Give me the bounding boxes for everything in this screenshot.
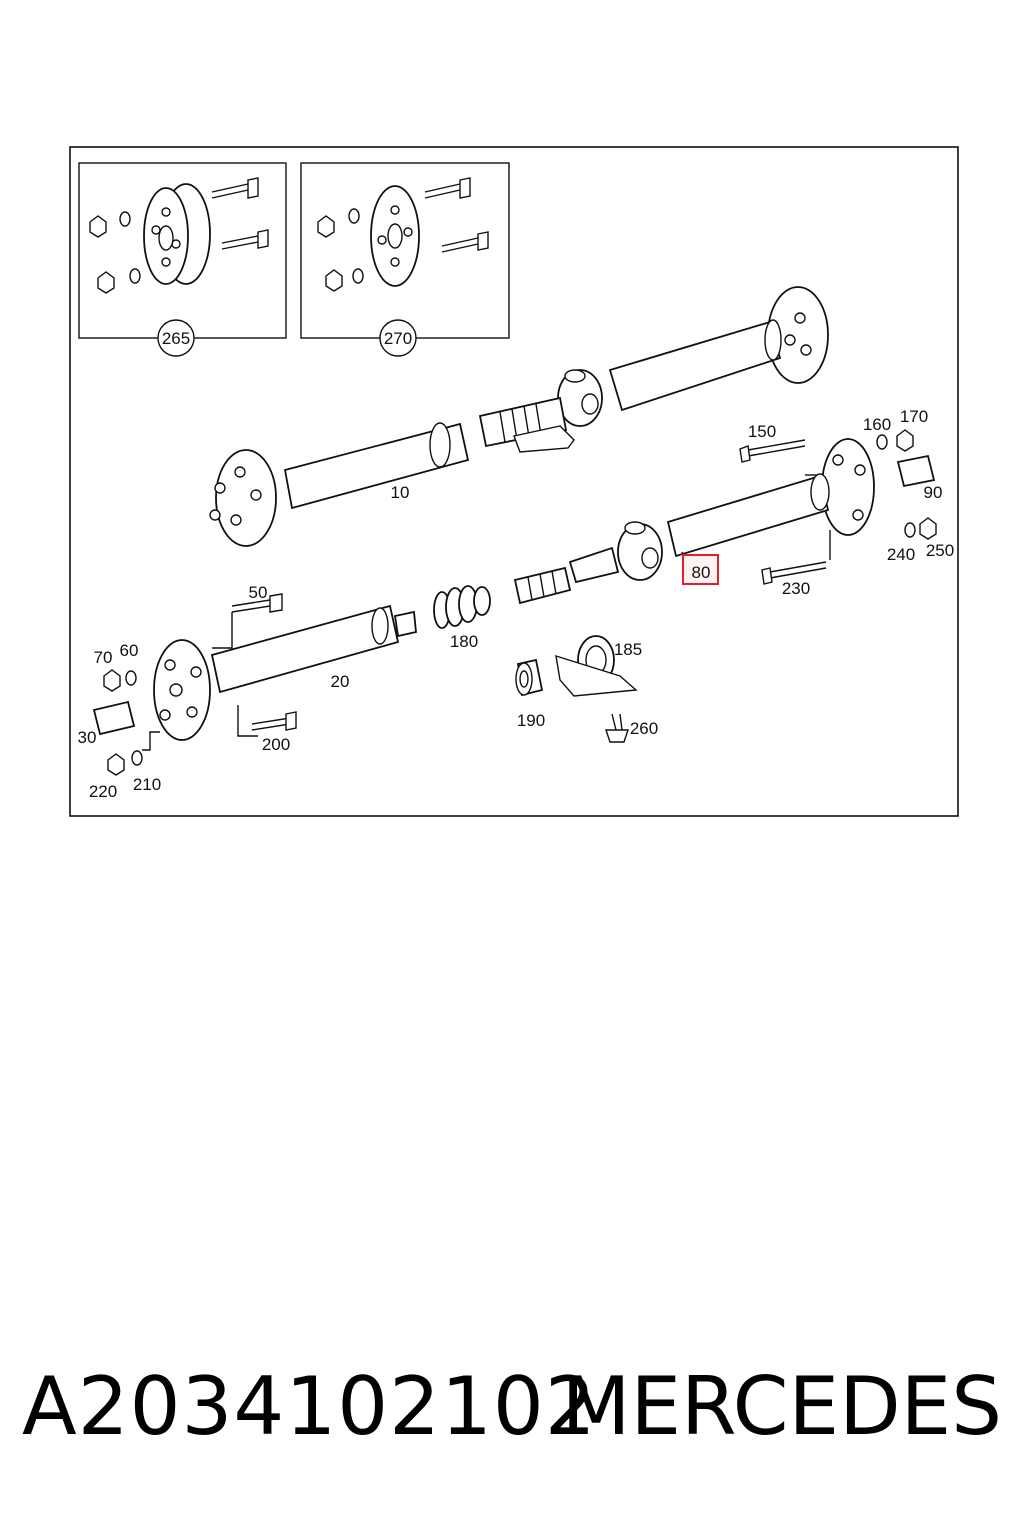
callout-180: 180 bbox=[450, 632, 478, 651]
boot-180 bbox=[433, 585, 491, 629]
callout-30: 30 bbox=[78, 728, 97, 747]
callout-170: 170 bbox=[900, 407, 928, 426]
callout-260: 260 bbox=[630, 719, 658, 738]
diagram-frame bbox=[69, 146, 959, 817]
rear-shaft-part bbox=[513, 429, 937, 605]
callout-250: 250 bbox=[926, 541, 954, 560]
callout-10: 10 bbox=[391, 483, 410, 502]
callout-20: 20 bbox=[331, 672, 350, 691]
propeller-shaft-assembly: 10 bbox=[209, 286, 829, 547]
inset-265-label: 265 bbox=[162, 329, 190, 348]
callout-70: 70 bbox=[94, 648, 113, 667]
callout-240: 240 bbox=[887, 545, 915, 564]
part-number: A2034102102 bbox=[22, 1360, 597, 1453]
brand-name: MERCEDES bbox=[561, 1360, 1002, 1453]
parts-diagram: 265 270 bbox=[69, 146, 959, 817]
callout-160: 160 bbox=[863, 415, 891, 434]
front-shaft-part bbox=[92, 593, 417, 776]
callout-80: 80 bbox=[692, 563, 711, 582]
center-bearing-185 bbox=[555, 635, 638, 697]
inset-265: 265 bbox=[78, 162, 287, 357]
callout-200: 200 bbox=[262, 735, 290, 754]
inset-270: 270 bbox=[300, 162, 510, 357]
callout-50: 50 bbox=[249, 583, 268, 602]
callout-230: 230 bbox=[782, 579, 810, 598]
callout-210: 210 bbox=[133, 775, 161, 794]
footer: A2034102102 MERCEDES bbox=[0, 1360, 1024, 1480]
callout-60: 60 bbox=[120, 641, 139, 660]
callout-150: 150 bbox=[748, 422, 776, 441]
inset-270-label: 270 bbox=[384, 329, 412, 348]
callout-90: 90 bbox=[924, 483, 943, 502]
screw-260 bbox=[605, 713, 629, 743]
callout-190: 190 bbox=[517, 711, 545, 730]
callout-80-highlight bbox=[682, 554, 719, 585]
bearing-190 bbox=[515, 658, 544, 697]
callout-220: 220 bbox=[89, 782, 117, 801]
callout-185: 185 bbox=[614, 640, 642, 659]
